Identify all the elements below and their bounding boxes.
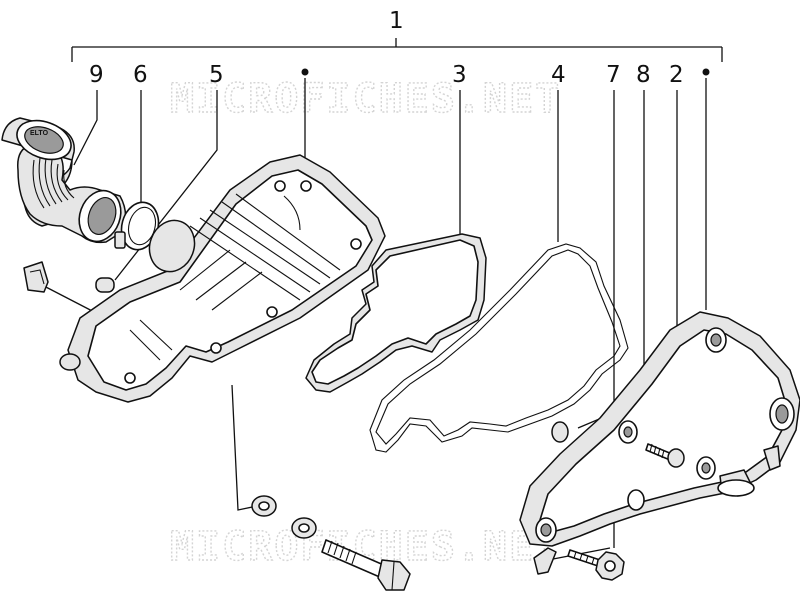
washer-2 [291, 517, 317, 539]
watermark-top: MICROFICHES.NET [170, 76, 561, 122]
intake-hose-part-9: ELTO [1, 117, 127, 244]
long-bolt [321, 539, 411, 591]
callout-1: 1 [389, 8, 404, 34]
callout-4: 4 [551, 62, 566, 88]
callout-dot-right [702, 68, 710, 76]
assembly-bracket [71, 38, 723, 62]
filter-element-part-3 [305, 233, 487, 393]
callout-8: 8 [636, 62, 651, 88]
airbox-cover [519, 311, 800, 547]
callout-3: 3 [452, 62, 467, 88]
callout-7: 7 [606, 62, 621, 88]
drain-screw-part-7 [533, 547, 625, 581]
retaining-clip [23, 261, 49, 293]
callout-5: 5 [209, 62, 224, 88]
callout-9: 9 [89, 62, 104, 88]
callout-dot-left [301, 68, 309, 76]
callout-2: 2 [669, 62, 684, 88]
airbox-housing-part-5 [59, 154, 386, 403]
callout-6: 6 [133, 62, 148, 88]
gasket-part-4 [369, 243, 629, 453]
washer-1 [251, 495, 277, 517]
plug-part-8 [551, 421, 569, 443]
screw-part-2 [645, 443, 685, 468]
hose-clamp-part-6 [114, 201, 160, 251]
hose-marking: ELTO [30, 130, 49, 137]
